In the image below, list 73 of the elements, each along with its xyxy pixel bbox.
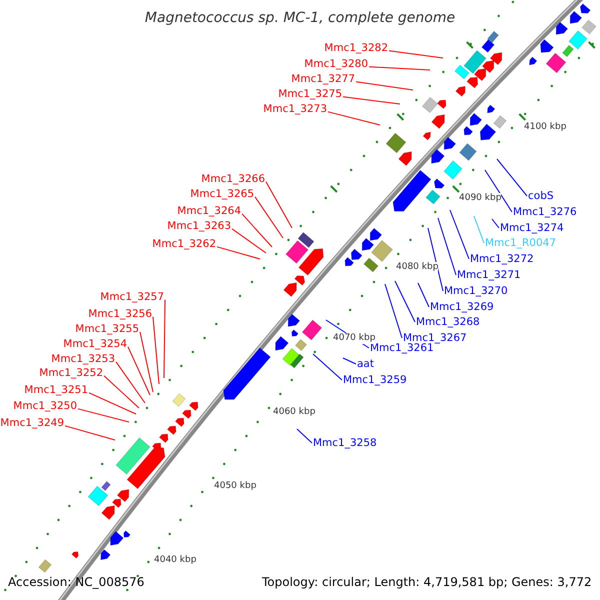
gene-label: Mmc1_3273 — [263, 102, 327, 116]
leader-line — [312, 354, 342, 380]
gene-label: Mmc1_3271 — [457, 268, 521, 282]
gene-label: Mmc1_3280 — [304, 57, 368, 71]
gene-label: Mmc1_3272 — [470, 252, 534, 266]
leader-line — [450, 210, 470, 260]
leader-line — [216, 246, 260, 260]
gene-label: Mmc1_3263 — [167, 219, 231, 233]
gene-label: Mmc1_3276 — [513, 205, 577, 219]
gene-label: Mmc1_3266 — [201, 172, 265, 186]
leader-line — [428, 228, 444, 292]
leader-line — [328, 111, 380, 126]
leader-line — [356, 81, 414, 90]
gene-label: Mmc1_3256 — [88, 307, 152, 321]
position-label: 4040 kbp — [154, 555, 196, 566]
position-label: 4080 kbp — [396, 262, 438, 273]
leader-line — [266, 181, 292, 228]
leader-line — [164, 299, 166, 378]
leader-line — [116, 361, 146, 404]
gene-label: Mmc1_3277 — [291, 72, 355, 86]
gene-label: Mmc1_3258 — [313, 436, 377, 450]
leader-line — [484, 170, 512, 212]
leader-line — [388, 50, 444, 58]
gene-label: Mmc1_3270 — [444, 284, 508, 298]
position-label: 4100 kbp — [524, 122, 566, 133]
leader-line — [474, 216, 484, 244]
leader-line — [496, 158, 528, 196]
gene-label: Mmc1_3252 — [39, 366, 103, 380]
gene-label: Mmc1_3257 — [100, 290, 164, 304]
leader-line — [368, 66, 430, 70]
gene-label: Mmc1_3251 — [24, 383, 88, 397]
position-label: 4050 kbp — [214, 481, 256, 492]
leader-line — [78, 408, 130, 422]
gene-label: Mmc1_3249 — [0, 416, 64, 430]
leader-line — [342, 96, 400, 104]
gene-label: Mmc1_3264 — [177, 204, 241, 218]
gene-label: Mmc1_3253 — [51, 352, 115, 366]
leader-line — [492, 218, 500, 228]
leader-line — [384, 284, 402, 338]
leader-line — [342, 358, 356, 364]
leader-line — [418, 282, 430, 308]
position-label: 4090 kbp — [459, 193, 502, 204]
gene-label: Mmc1_3265 — [190, 187, 254, 201]
gene-label: Mmc1_3254 — [63, 337, 127, 351]
gene-label: Mmc1_R0047 — [485, 236, 556, 250]
gene-label: Mmc1_3262 — [152, 237, 216, 251]
gene-label: Mmc1_3250 — [13, 399, 77, 413]
leader-line — [254, 196, 284, 238]
map-title: Magnetococcus sp. MC-1, complete genome — [144, 9, 456, 28]
leader-line — [242, 213, 272, 248]
gene-label: aat — [357, 357, 374, 371]
leader-line — [140, 331, 154, 392]
gene-label: Mmc1_3274 — [500, 221, 564, 235]
gene-label: Mmc1_3255 — [75, 322, 139, 336]
leader-line — [438, 218, 456, 276]
leader-line — [104, 375, 140, 408]
leader-line — [64, 425, 116, 440]
gene-label: Mmc1_3269 — [430, 300, 494, 314]
gene-label: Mmc1_3282 — [324, 41, 388, 55]
position-label: 4070 kbp — [333, 333, 376, 344]
gene-label: Mmc1_3268 — [416, 315, 480, 329]
gene-label: cobS — [528, 189, 554, 203]
leader-line — [394, 280, 416, 322]
gene-label: Mmc1_3275 — [278, 87, 342, 101]
leader-line — [296, 428, 312, 444]
leader-line — [88, 392, 136, 414]
leader-line — [152, 316, 160, 384]
gene-label: Mmc1_3259 — [343, 373, 407, 387]
leader-line — [232, 228, 266, 254]
footer-text: Accession: NC_008576 — [8, 574, 144, 590]
position-label: 4060 kbp — [273, 407, 316, 418]
footer-text: Topology: circular; Length: 4,719,581 bp; Genes: 3,772 — [262, 574, 592, 590]
leader-line — [128, 346, 150, 396]
